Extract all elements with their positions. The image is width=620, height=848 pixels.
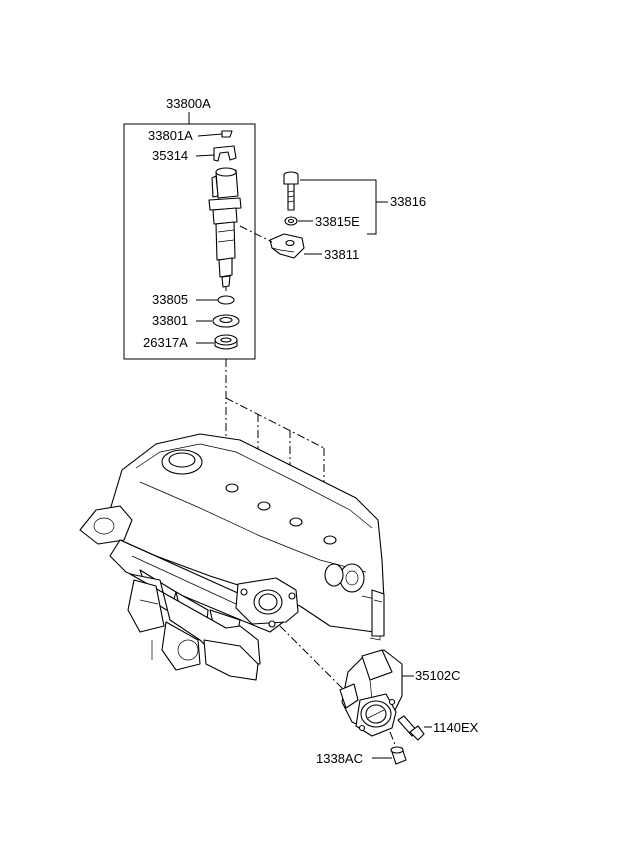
label-26317a: 26317A: [143, 335, 188, 350]
label-33801: 33801: [152, 313, 188, 328]
throttle-body: [339, 649, 403, 737]
clamp-guide-line: [239, 225, 273, 243]
clamp-assembly-group: 33816 33815E 33811: [239, 171, 426, 262]
label-35314: 35314: [152, 148, 188, 163]
label-33811: 33811: [324, 247, 359, 262]
leader-33801a: [197, 133, 223, 137]
bolt-1338ac: [390, 746, 407, 765]
injector: [208, 167, 242, 291]
label-1140ex: 1140EX: [433, 720, 479, 735]
bolt-1140ex: [397, 715, 425, 741]
clamp-bolt: [283, 171, 299, 211]
injector-clip: [221, 130, 233, 138]
label-33801a: 33801A: [148, 128, 193, 143]
throttle-guide-line: [279, 625, 361, 707]
label-35102c: 35102C: [415, 668, 461, 683]
clamp-washer: [284, 216, 298, 226]
label-33800a: 33800A: [166, 96, 211, 111]
ring: [214, 334, 238, 350]
injector-assembly-group: 33800A 33801A 35314 33805 3: [123, 96, 256, 360]
seal-washer: [212, 314, 240, 328]
leader-35314: [195, 154, 215, 157]
injector-holder: [213, 145, 237, 162]
injector-clamp: [269, 233, 305, 259]
assembly-box: [123, 123, 256, 360]
o-ring: [217, 295, 235, 305]
label-1338ac: 1338AC: [316, 751, 363, 766]
bracket-33816: [300, 179, 377, 235]
label-33815e: 33815E: [315, 214, 360, 229]
label-33805: 33805: [152, 292, 188, 307]
label-33816: 33816: [390, 194, 426, 209]
engine-block: [127, 573, 385, 681]
